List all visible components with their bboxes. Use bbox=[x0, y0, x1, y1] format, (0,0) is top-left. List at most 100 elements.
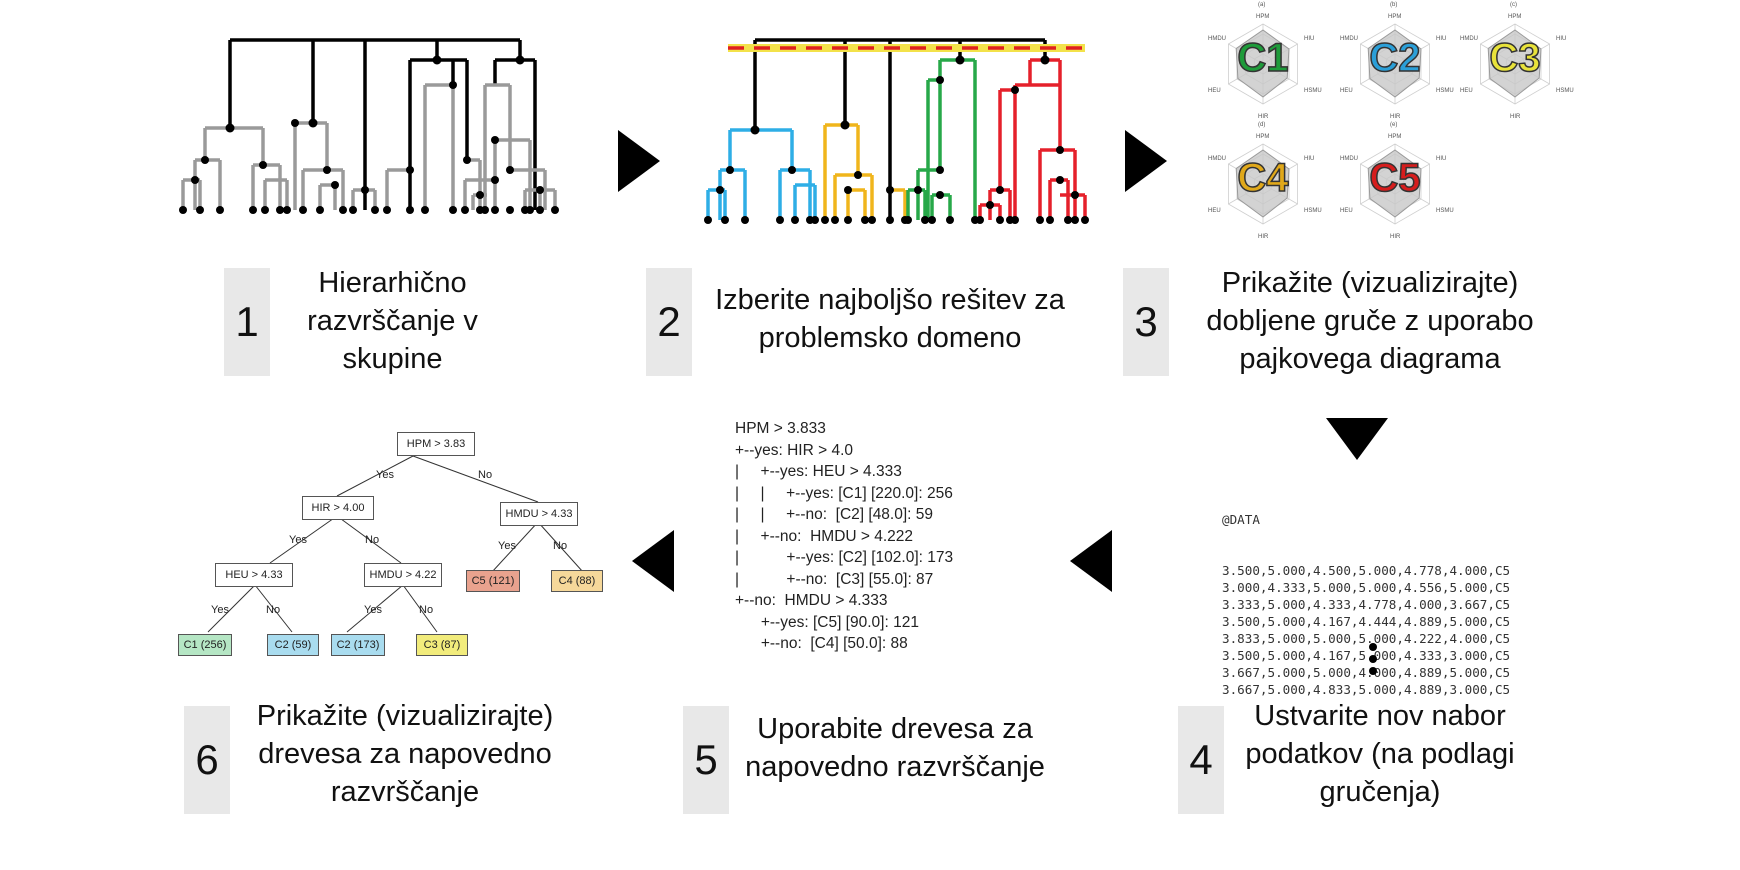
tree-node-hmdu-422: HMDU > 4.22 bbox=[364, 563, 442, 587]
tree-rule-line: | | +--yes: [C1] [220.0]: 256 bbox=[735, 484, 953, 502]
spider-axis-label: HPM bbox=[1256, 14, 1270, 20]
decision-tree-edges bbox=[207, 455, 584, 633]
dataset-rows: 3.500,5.000,4.500,5.000,4.778,4.000,C5 3.… bbox=[1222, 562, 1510, 698]
spider-axis-label: HIU bbox=[1436, 36, 1447, 42]
spider-axis-label: HIR bbox=[1258, 234, 1269, 240]
spider-axis-label: HPM bbox=[1388, 134, 1402, 140]
spider-tag: (c) bbox=[1510, 2, 1517, 8]
step-number-1: 1 bbox=[224, 268, 270, 376]
edge-label-yes: Yes bbox=[376, 469, 394, 481]
spider-web bbox=[1227, 23, 1298, 105]
spider-axis-label: HIR bbox=[1390, 234, 1401, 240]
edge-label-no: No bbox=[419, 604, 434, 616]
spider-axis-label: HEU bbox=[1340, 208, 1353, 214]
tree-rule-line: HPM > 3.833 bbox=[735, 420, 826, 437]
step-caption-5: Uporabite drevesa za napovedno razvrščan… bbox=[745, 713, 1045, 783]
spider-axis-label: HEU bbox=[1208, 208, 1221, 214]
edge-label-no: No bbox=[553, 540, 568, 552]
step-number-6: 6 bbox=[184, 706, 230, 814]
tree-rule-line: | +--no: HMDU > 4.222 bbox=[735, 527, 914, 545]
spider-axis-label: HSMU bbox=[1556, 88, 1574, 94]
ellipsis-dot bbox=[1369, 643, 1377, 651]
spider-axis-label: HIR bbox=[1510, 114, 1521, 120]
spider-web bbox=[1359, 143, 1430, 225]
dataset-row: 3.500,5.000,4.167,4.444,4.889,5.000,C5 bbox=[1222, 614, 1511, 629]
spider-axis-label: HSMU bbox=[1304, 208, 1322, 214]
tree-node-hmdu-433: HMDU > 4.33 bbox=[500, 502, 578, 526]
spider-axis-label: HSMU bbox=[1436, 208, 1454, 214]
spider-axis-label: HMDU bbox=[1460, 36, 1478, 42]
spider-axis-label: HPM bbox=[1256, 134, 1270, 140]
tree-rule-line: +--no: HMDU > 4.333 bbox=[735, 592, 888, 609]
spider-axis-label: HMDU bbox=[1340, 156, 1358, 162]
tree-leaf-c3: C3 (87) bbox=[416, 634, 468, 656]
tree-leaf-c1: C1 (256) bbox=[178, 634, 232, 656]
spider-axis-label: HPM bbox=[1508, 14, 1522, 20]
spider-tag: (e) bbox=[1390, 122, 1398, 128]
spider-web bbox=[1227, 143, 1298, 225]
spider-axis-label: HIU bbox=[1436, 156, 1447, 162]
tree-leaf-c2a: C2 (59) bbox=[267, 634, 319, 656]
spider-axis-label: HMDU bbox=[1208, 36, 1226, 42]
tree-rule-line: +--yes: HIR > 4.0 bbox=[735, 441, 854, 459]
spider-axis-label: HMDU bbox=[1208, 156, 1226, 162]
dendrogram-colored bbox=[704, 38, 1089, 224]
spider-web bbox=[1359, 23, 1430, 105]
spider-tag: (d) bbox=[1258, 122, 1266, 128]
arrow-left-4 bbox=[1070, 530, 1112, 592]
spider-chart-c4: (d) HPM HIU HSMU HIR HEU HMDU C4 bbox=[1208, 122, 1322, 240]
spider-axis-label: HEU bbox=[1460, 88, 1473, 94]
spider-chart-c1: (a) HPM HIU HSMU HIR HEU HMDU C1 bbox=[1208, 2, 1322, 120]
edge-label-no: No bbox=[478, 469, 493, 481]
spider-axis-label: HIU bbox=[1304, 156, 1315, 162]
step-caption-4: Ustvarite nov nabor podatkov (na podlagi… bbox=[1245, 700, 1515, 808]
cluster-label: C4 bbox=[1237, 155, 1290, 201]
cluster-label: C3 bbox=[1489, 35, 1542, 81]
tree-leaf-c5: C5 (121) bbox=[466, 570, 520, 592]
step-number-5: 5 bbox=[683, 706, 729, 814]
spider-axis-label: HIR bbox=[1390, 114, 1401, 120]
spider-tag: (a) bbox=[1258, 2, 1266, 8]
tree-rule-line: | +--yes: HEU > 4.333 bbox=[735, 463, 902, 480]
edge-label-yes: Yes bbox=[211, 604, 229, 616]
edge-label-no: No bbox=[365, 534, 380, 546]
cluster-label: C5 bbox=[1369, 155, 1422, 201]
spider-axis-label: HPM bbox=[1388, 14, 1402, 20]
tree-rule-line: | | +--no: [C2] [48.0]: 59 bbox=[735, 506, 934, 523]
spider-axis-label: HEU bbox=[1208, 88, 1221, 94]
tree-node-heu: HEU > 4.33 bbox=[215, 563, 293, 587]
dataset-row: 3.833,5.000,5.000,5.000,4.222,4.000,C5 bbox=[1222, 631, 1511, 646]
tree-rules-text: HPM > 3.833 +--yes: HIR > 4.0 | +--yes: HE… bbox=[735, 418, 953, 655]
spider-axis-label: HEU bbox=[1340, 88, 1353, 94]
spider-tag: (b) bbox=[1390, 2, 1398, 8]
spider-chart-c5: (e) HPM HIU HSMU HIR HEU HMDU C5 bbox=[1340, 122, 1454, 240]
arrow-left-5 bbox=[632, 530, 674, 592]
tree-leaf-c4: C4 (88) bbox=[551, 570, 603, 592]
spider-axis-label: HIU bbox=[1304, 36, 1315, 42]
step-number-3: 3 bbox=[1123, 268, 1169, 376]
dataset-row: 3.500,5.000,4.500,5.000,4.778,4.000,C5 bbox=[1222, 563, 1511, 578]
arrow-down-3 bbox=[1326, 418, 1388, 460]
spider-axis-label: HSMU bbox=[1304, 88, 1322, 94]
cluster-label: C2 bbox=[1369, 35, 1422, 81]
step-caption-3: Prikažite (vizualizirajte) dobljene gruč… bbox=[1206, 267, 1534, 375]
dataset-row: 3.333,5.000,4.333,4.778,4.000,3.667,C5 bbox=[1222, 597, 1511, 612]
dataset-row: 3.000,4.333,5.000,5.000,4.556,5.000,C5 bbox=[1222, 580, 1511, 595]
cluster-label: C1 bbox=[1237, 35, 1290, 81]
tree-node-hir: HIR > 4.00 bbox=[302, 496, 374, 520]
dendrogram-gray bbox=[179, 38, 559, 214]
arrow-right-1 bbox=[618, 130, 660, 192]
edge-label-no: No bbox=[266, 604, 281, 616]
edge-label-yes: Yes bbox=[289, 534, 307, 546]
step-caption-2: Izberite najboljšo rešitev za problemsko… bbox=[715, 284, 1065, 354]
tree-rule-line: | +--yes: [C2] [102.0]: 173 bbox=[735, 549, 954, 566]
ellipsis-dot bbox=[1369, 667, 1377, 675]
spider-axis-label: HMDU bbox=[1340, 36, 1358, 42]
spider-axis-label: HIR bbox=[1258, 114, 1269, 120]
dataset-header: @DATA bbox=[1222, 512, 1260, 527]
tree-rule-line: +--no: [C4] [50.0]: 88 bbox=[735, 635, 908, 652]
ellipsis-dot bbox=[1369, 655, 1377, 663]
spider-axis-label: HIU bbox=[1556, 36, 1567, 42]
